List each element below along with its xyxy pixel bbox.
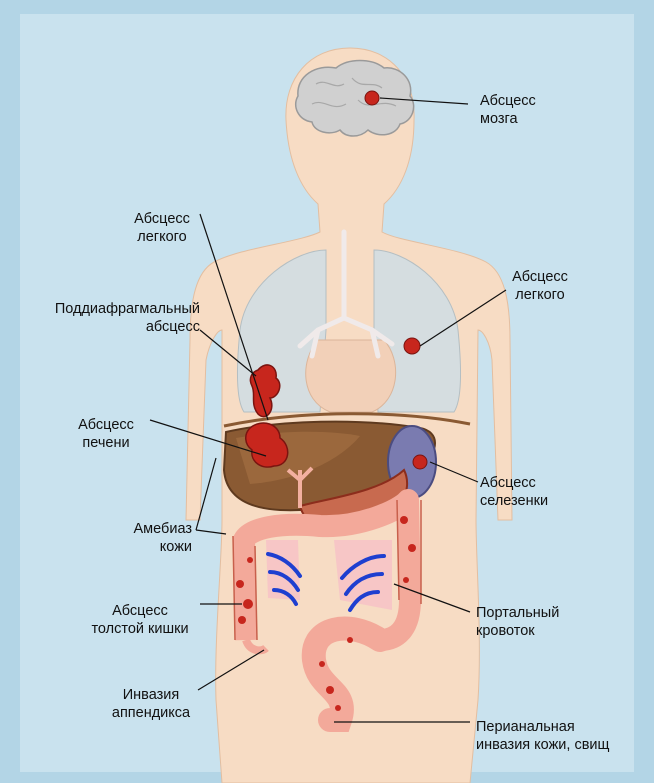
label-subphrenic-abscess-line1: Поддиафрагмальный: [34, 300, 200, 318]
right-lung-abscess-spot: [404, 338, 420, 354]
label-perianal-invasion: Перианальная инвазия кожи, свищ: [476, 718, 609, 754]
label-subphrenic-abscess: Поддиафрагмальный абсцесс: [34, 300, 200, 336]
label-colon-abscess: Абсцесс толстой кишки: [82, 602, 198, 638]
label-lung-abscess-right: Абсцесс легкого: [500, 268, 580, 304]
label-brain-abscess-line1: Абсцесс: [480, 92, 536, 110]
spleen-abscess-spot: [413, 455, 427, 469]
label-portal-flow-line1: Портальный: [476, 604, 559, 622]
label-appendix-invasion-line1: Инвазия: [106, 686, 196, 704]
label-perianal-invasion-line1: Перианальная: [476, 718, 609, 736]
label-amoebiasis-skin: Амебиаз кожи: [100, 520, 192, 556]
label-spleen-abscess-line1: Абсцесс: [480, 474, 548, 492]
label-spleen-abscess-line2: селезенки: [480, 492, 548, 510]
label-amoebiasis-skin-line1: Амебиаз: [100, 520, 192, 538]
label-lung-abscess-left-line2: легкого: [122, 228, 202, 246]
label-brain-abscess: Абсцесс мозга: [480, 92, 536, 128]
label-perianal-invasion-line2: инвазия кожи, свищ: [476, 736, 609, 754]
heart-shape: [306, 340, 396, 412]
label-spleen-abscess: Абсцесс селезенки: [480, 474, 548, 510]
label-colon-abscess-line2: толстой кишки: [82, 620, 198, 638]
label-colon-abscess-line1: Абсцесс: [82, 602, 198, 620]
label-brain-abscess-line2: мозга: [480, 110, 536, 128]
label-liver-abscess-line1: Абсцесс: [66, 416, 146, 434]
label-liver-abscess: Абсцесс печени: [66, 416, 146, 452]
brain-abscess-spot: [365, 91, 379, 105]
brain-shape: [296, 61, 414, 137]
label-lung-abscess-left: Абсцесс легкого: [122, 210, 202, 246]
label-portal-flow-line2: кровоток: [476, 622, 559, 640]
label-appendix-invasion: Инвазия аппендикса: [106, 686, 196, 722]
label-amoebiasis-skin-line2: кожи: [100, 538, 192, 556]
label-subphrenic-abscess-line2: абсцесс: [34, 318, 200, 336]
label-liver-abscess-line2: печени: [66, 434, 146, 452]
label-lung-abscess-right-line1: Абсцесс: [500, 268, 580, 286]
label-lung-abscess-left-line1: Абсцесс: [122, 210, 202, 228]
label-appendix-invasion-line2: аппендикса: [106, 704, 196, 722]
label-portal-flow: Портальный кровоток: [476, 604, 559, 640]
label-lung-abscess-right-line2: легкого: [500, 286, 580, 304]
